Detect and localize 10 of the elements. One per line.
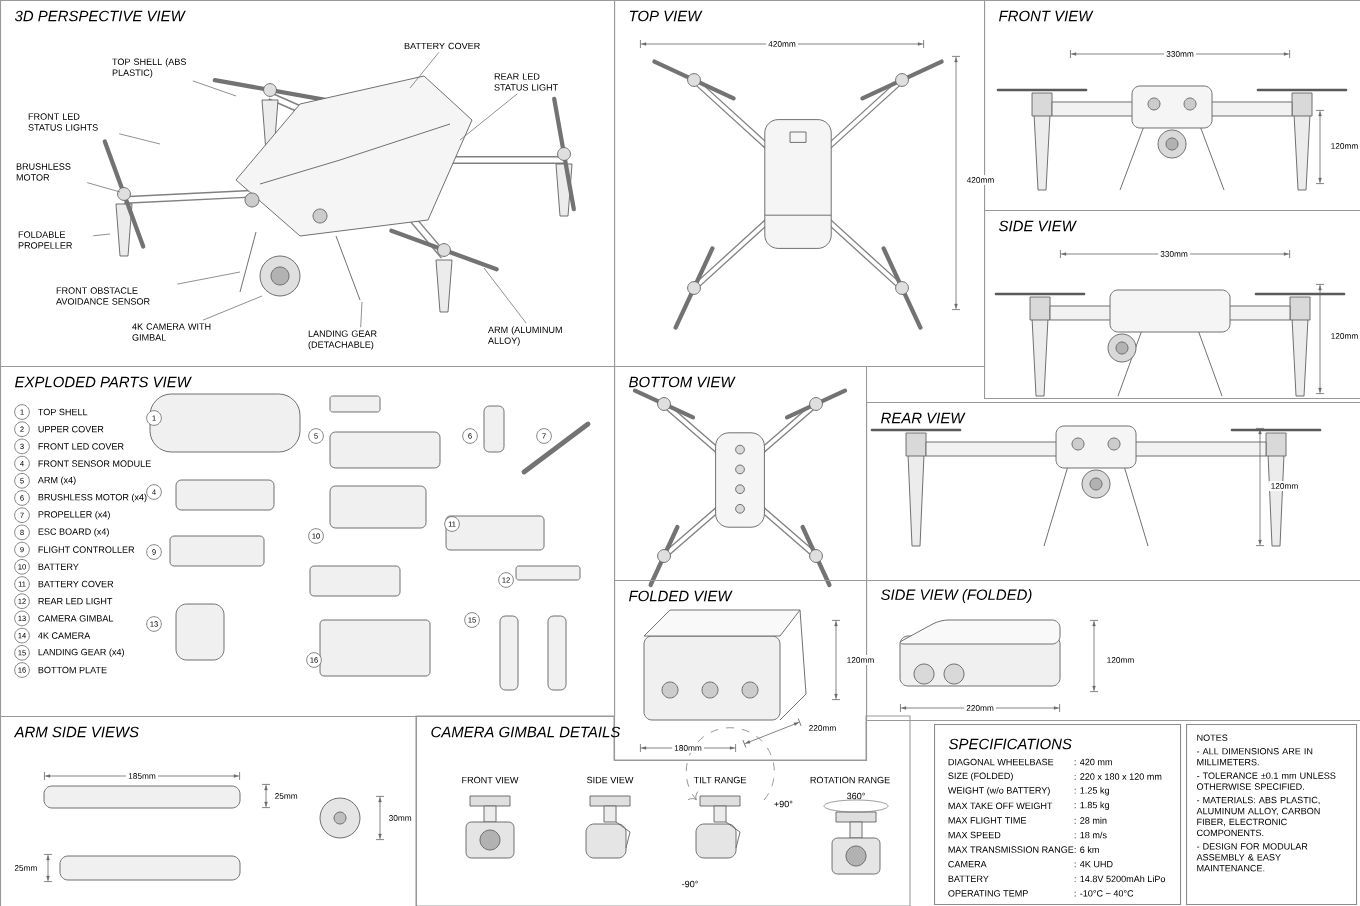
leader-line [192,80,237,97]
leader-line [459,93,518,141]
leader-line [360,301,363,328]
leader-line [118,133,161,145]
leader-line [86,182,121,193]
leader-line [409,52,440,89]
leader-line [176,271,241,285]
leader-line [483,267,527,324]
leader-line [202,295,263,321]
leader-line [92,233,111,237]
